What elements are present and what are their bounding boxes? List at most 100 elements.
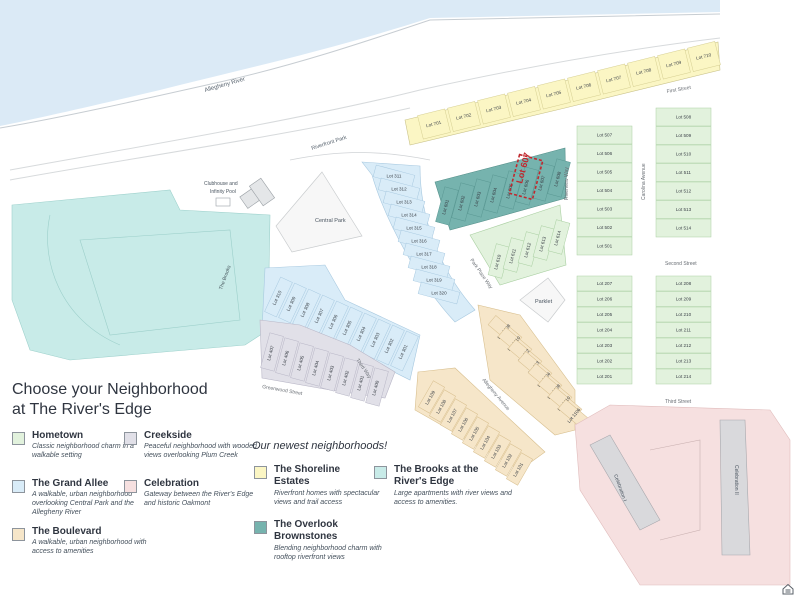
lot-parcel[interactable] xyxy=(576,337,633,354)
lot-parcel[interactable] xyxy=(417,108,451,140)
lot-parcel[interactable] xyxy=(655,144,712,164)
lot-parcel[interactable] xyxy=(655,107,712,127)
lot-parcel[interactable] xyxy=(576,218,633,237)
lot-parcel[interactable] xyxy=(655,337,712,354)
lot-parcel[interactable] xyxy=(483,174,507,214)
lot-parcel[interactable] xyxy=(597,63,631,95)
lot-label: Lot 214 xyxy=(676,374,692,379)
lot-parcel[interactable] xyxy=(576,199,633,219)
lot-parcel[interactable] xyxy=(576,306,633,323)
lot-parcel[interactable] xyxy=(655,218,712,238)
street-carolina: Carolina Avenue xyxy=(641,163,647,200)
lot-parcel[interactable] xyxy=(429,389,456,423)
lot-parcel[interactable] xyxy=(440,398,467,432)
lot-label: Lot 507 xyxy=(597,133,613,138)
lot-parcel[interactable] xyxy=(320,352,344,392)
lot-parcel[interactable] xyxy=(576,322,633,338)
lot-label: Lot 502 xyxy=(597,225,613,230)
lot-parcel[interactable] xyxy=(484,434,511,468)
lot-parcel[interactable] xyxy=(547,158,571,198)
legend-swatch xyxy=(124,480,137,493)
lot-parcel[interactable] xyxy=(507,86,541,117)
lot-parcel[interactable] xyxy=(576,368,633,385)
lot-parcel[interactable] xyxy=(418,380,445,414)
lot-label: Lot 407 xyxy=(266,345,275,362)
lot-parcel[interactable] xyxy=(260,332,284,372)
lot-parcel[interactable] xyxy=(576,236,633,256)
lot-parcel[interactable] xyxy=(567,71,601,102)
lot-parcel[interactable] xyxy=(655,306,712,323)
lot-label: Lot 603 xyxy=(473,191,482,208)
lot-label: Lot 501 xyxy=(597,244,613,249)
legend-desc: A walkable, urban neighborhood overlooki… xyxy=(32,491,134,516)
lot-parcel[interactable] xyxy=(350,362,374,402)
lot-parcel[interactable] xyxy=(655,181,712,201)
lot-parcel[interactable] xyxy=(576,144,633,163)
lot-parcel[interactable] xyxy=(537,78,571,110)
lot-label: Lot 710 xyxy=(696,52,713,61)
lot-label: Lot 206 xyxy=(597,297,613,302)
lot-parcel[interactable] xyxy=(467,178,491,218)
lot-parcel[interactable] xyxy=(473,425,500,459)
lot-parcel[interactable] xyxy=(576,353,633,369)
lot-parcel[interactable] xyxy=(305,347,329,387)
lot-parcel[interactable] xyxy=(447,101,481,132)
lot-parcel[interactable] xyxy=(335,357,359,397)
lot-parcel[interactable] xyxy=(390,330,419,372)
lot-label: Lot 709 xyxy=(666,60,683,69)
street-greenwood: Greenwood Street xyxy=(262,384,304,397)
lot-label: Lot 509 xyxy=(676,133,692,138)
lot-label: Lot 606 xyxy=(521,179,530,196)
lot-parcel[interactable] xyxy=(655,275,712,292)
parklet-label: Parklet xyxy=(535,299,553,305)
lot-parcel[interactable] xyxy=(655,200,712,219)
lot-parcel[interactable] xyxy=(655,368,712,385)
legend-swatch xyxy=(12,528,25,541)
lot-parcel[interactable] xyxy=(435,186,459,226)
lot-parcel[interactable] xyxy=(462,416,489,450)
lot-label: Lot 610 xyxy=(493,254,502,271)
street-second: Second Street xyxy=(665,261,697,267)
lot-parcel[interactable] xyxy=(576,125,633,145)
legend-swatch xyxy=(12,432,25,445)
lot-parcel[interactable] xyxy=(655,322,712,338)
lot-parcel[interactable] xyxy=(655,291,712,307)
lot-parcel[interactable] xyxy=(278,282,307,324)
lot-parcel[interactable] xyxy=(365,367,389,407)
lot-parcel[interactable] xyxy=(477,93,511,125)
legend-desc: Blending neighborhood charm with rooftop… xyxy=(274,545,382,561)
lot-parcel[interactable] xyxy=(376,324,405,366)
lot-parcel[interactable] xyxy=(576,291,633,307)
lot-parcel[interactable] xyxy=(655,353,712,369)
lot-parcel[interactable] xyxy=(576,162,633,182)
lot-parcel[interactable] xyxy=(627,56,661,87)
lot-label: Lot 703 xyxy=(486,105,503,114)
lot-parcel[interactable] xyxy=(576,181,633,200)
lot-parcel[interactable] xyxy=(515,166,539,206)
lot-parcel[interactable] xyxy=(657,48,691,80)
lot-parcel[interactable] xyxy=(264,276,293,318)
lot-parcel[interactable] xyxy=(451,407,478,441)
legend-name: The Grand Allee xyxy=(32,478,109,489)
lot-parcel[interactable] xyxy=(547,219,571,255)
lot-parcel[interactable] xyxy=(451,182,475,222)
lot-parcel[interactable] xyxy=(499,170,523,210)
lot-parcel[interactable] xyxy=(687,41,721,72)
lot-label: Lot 401 xyxy=(356,375,365,392)
legend-desc: A walkable, urban neighborhood with acce… xyxy=(32,539,147,555)
allegheny-river xyxy=(0,0,720,126)
lot-parcel[interactable] xyxy=(290,342,314,382)
lot-label: Lot 707 xyxy=(606,75,623,84)
lot-parcel[interactable] xyxy=(655,163,712,182)
lot-label: Lot 302 xyxy=(384,337,395,353)
lot-label: Lot 404 xyxy=(311,360,320,377)
equal-housing-icon xyxy=(782,583,794,595)
lot-parcel[interactable] xyxy=(576,275,633,292)
lot-parcel[interactable] xyxy=(275,337,299,377)
lot-label: Lot 318 xyxy=(421,265,437,270)
lot-parcel[interactable] xyxy=(495,443,522,477)
lot-parcel[interactable] xyxy=(531,162,555,202)
lot-parcel[interactable] xyxy=(655,126,712,145)
lot-parcel[interactable] xyxy=(417,281,461,305)
lot-parcel[interactable] xyxy=(506,452,533,486)
